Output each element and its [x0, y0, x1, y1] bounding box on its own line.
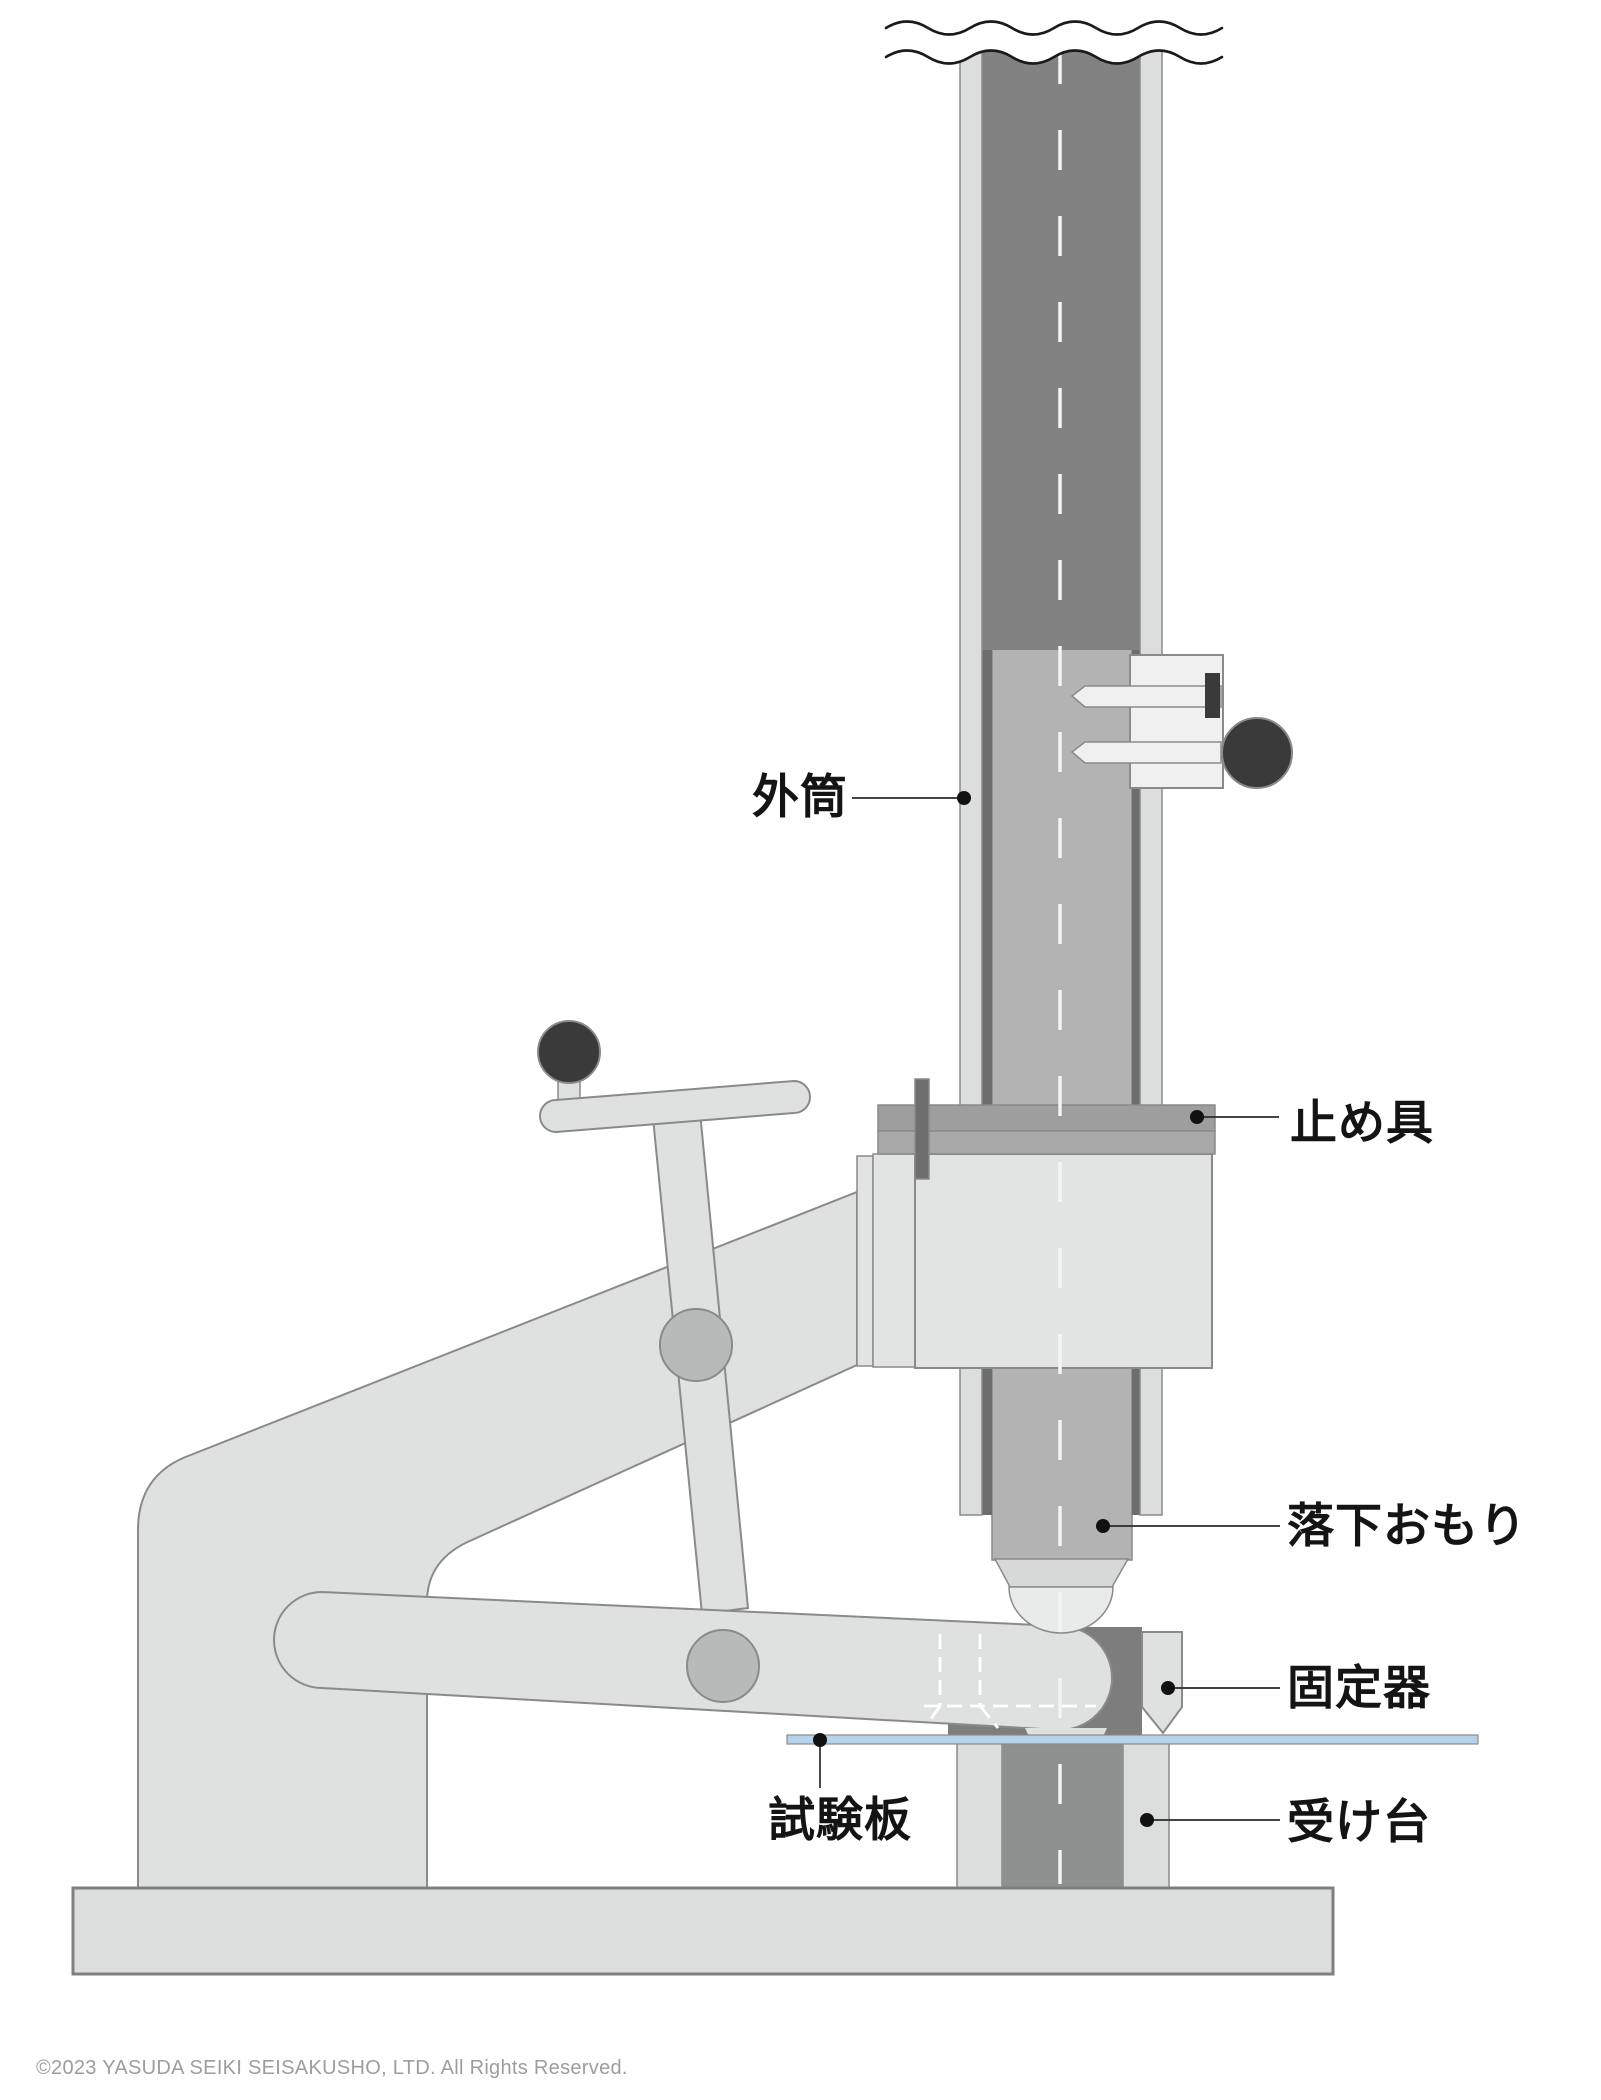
leader-lines [813, 791, 1280, 1827]
pivot-lower [686, 1629, 760, 1703]
pivot-upper [659, 1308, 733, 1382]
latch-prong-upper [1070, 685, 1222, 708]
tube-inner-edge-left [982, 648, 992, 1515]
anvil-core [1002, 1743, 1123, 1888]
label-drop-weight: 落下おもり [1287, 1499, 1527, 1552]
anvil-left-wall [956, 1742, 1003, 1889]
break-line-upper [884, 20, 1224, 36]
copyright-text: ©2023 YASUDA SEIKI SEISAKUSHO, LTD. All … [36, 2057, 628, 2079]
hidden-outline-dashes [924, 1634, 1096, 1729]
label-receiving-stand: 受け台 [1287, 1795, 1431, 1848]
handle-knob [537, 1020, 601, 1084]
latch-catch-plate [1205, 673, 1220, 718]
label-fixing-device: 固定器 [1287, 1661, 1431, 1714]
label-test-plate: 試験板 [768, 1793, 912, 1846]
holder-plate-inner [872, 1153, 916, 1368]
machine-column [137, 1190, 858, 1889]
latch-prong-lower [1070, 741, 1222, 764]
handle-bar [539, 1079, 811, 1134]
stopper-band-lower [877, 1130, 1216, 1155]
test-plate-bar [786, 1734, 1479, 1745]
lifting-rod [982, 44, 1142, 650]
striker-taper [993, 1558, 1130, 1588]
break-mask [884, 0, 1226, 64]
machine-base [71, 1886, 1335, 1976]
latch-knob [1221, 717, 1293, 789]
tube-inner-edge-right [1132, 648, 1142, 1515]
clamp-block [1141, 1631, 1183, 1735]
break-line-lower [884, 49, 1224, 65]
drop-weight-shaft [991, 647, 1133, 1561]
label-stopper: 止め具 [1290, 1096, 1434, 1149]
holder-block [914, 1153, 1213, 1369]
holder-plate-outer [856, 1155, 874, 1367]
stop-pin [914, 1078, 930, 1180]
label-outer-cylinder: 外筒 [752, 770, 848, 823]
